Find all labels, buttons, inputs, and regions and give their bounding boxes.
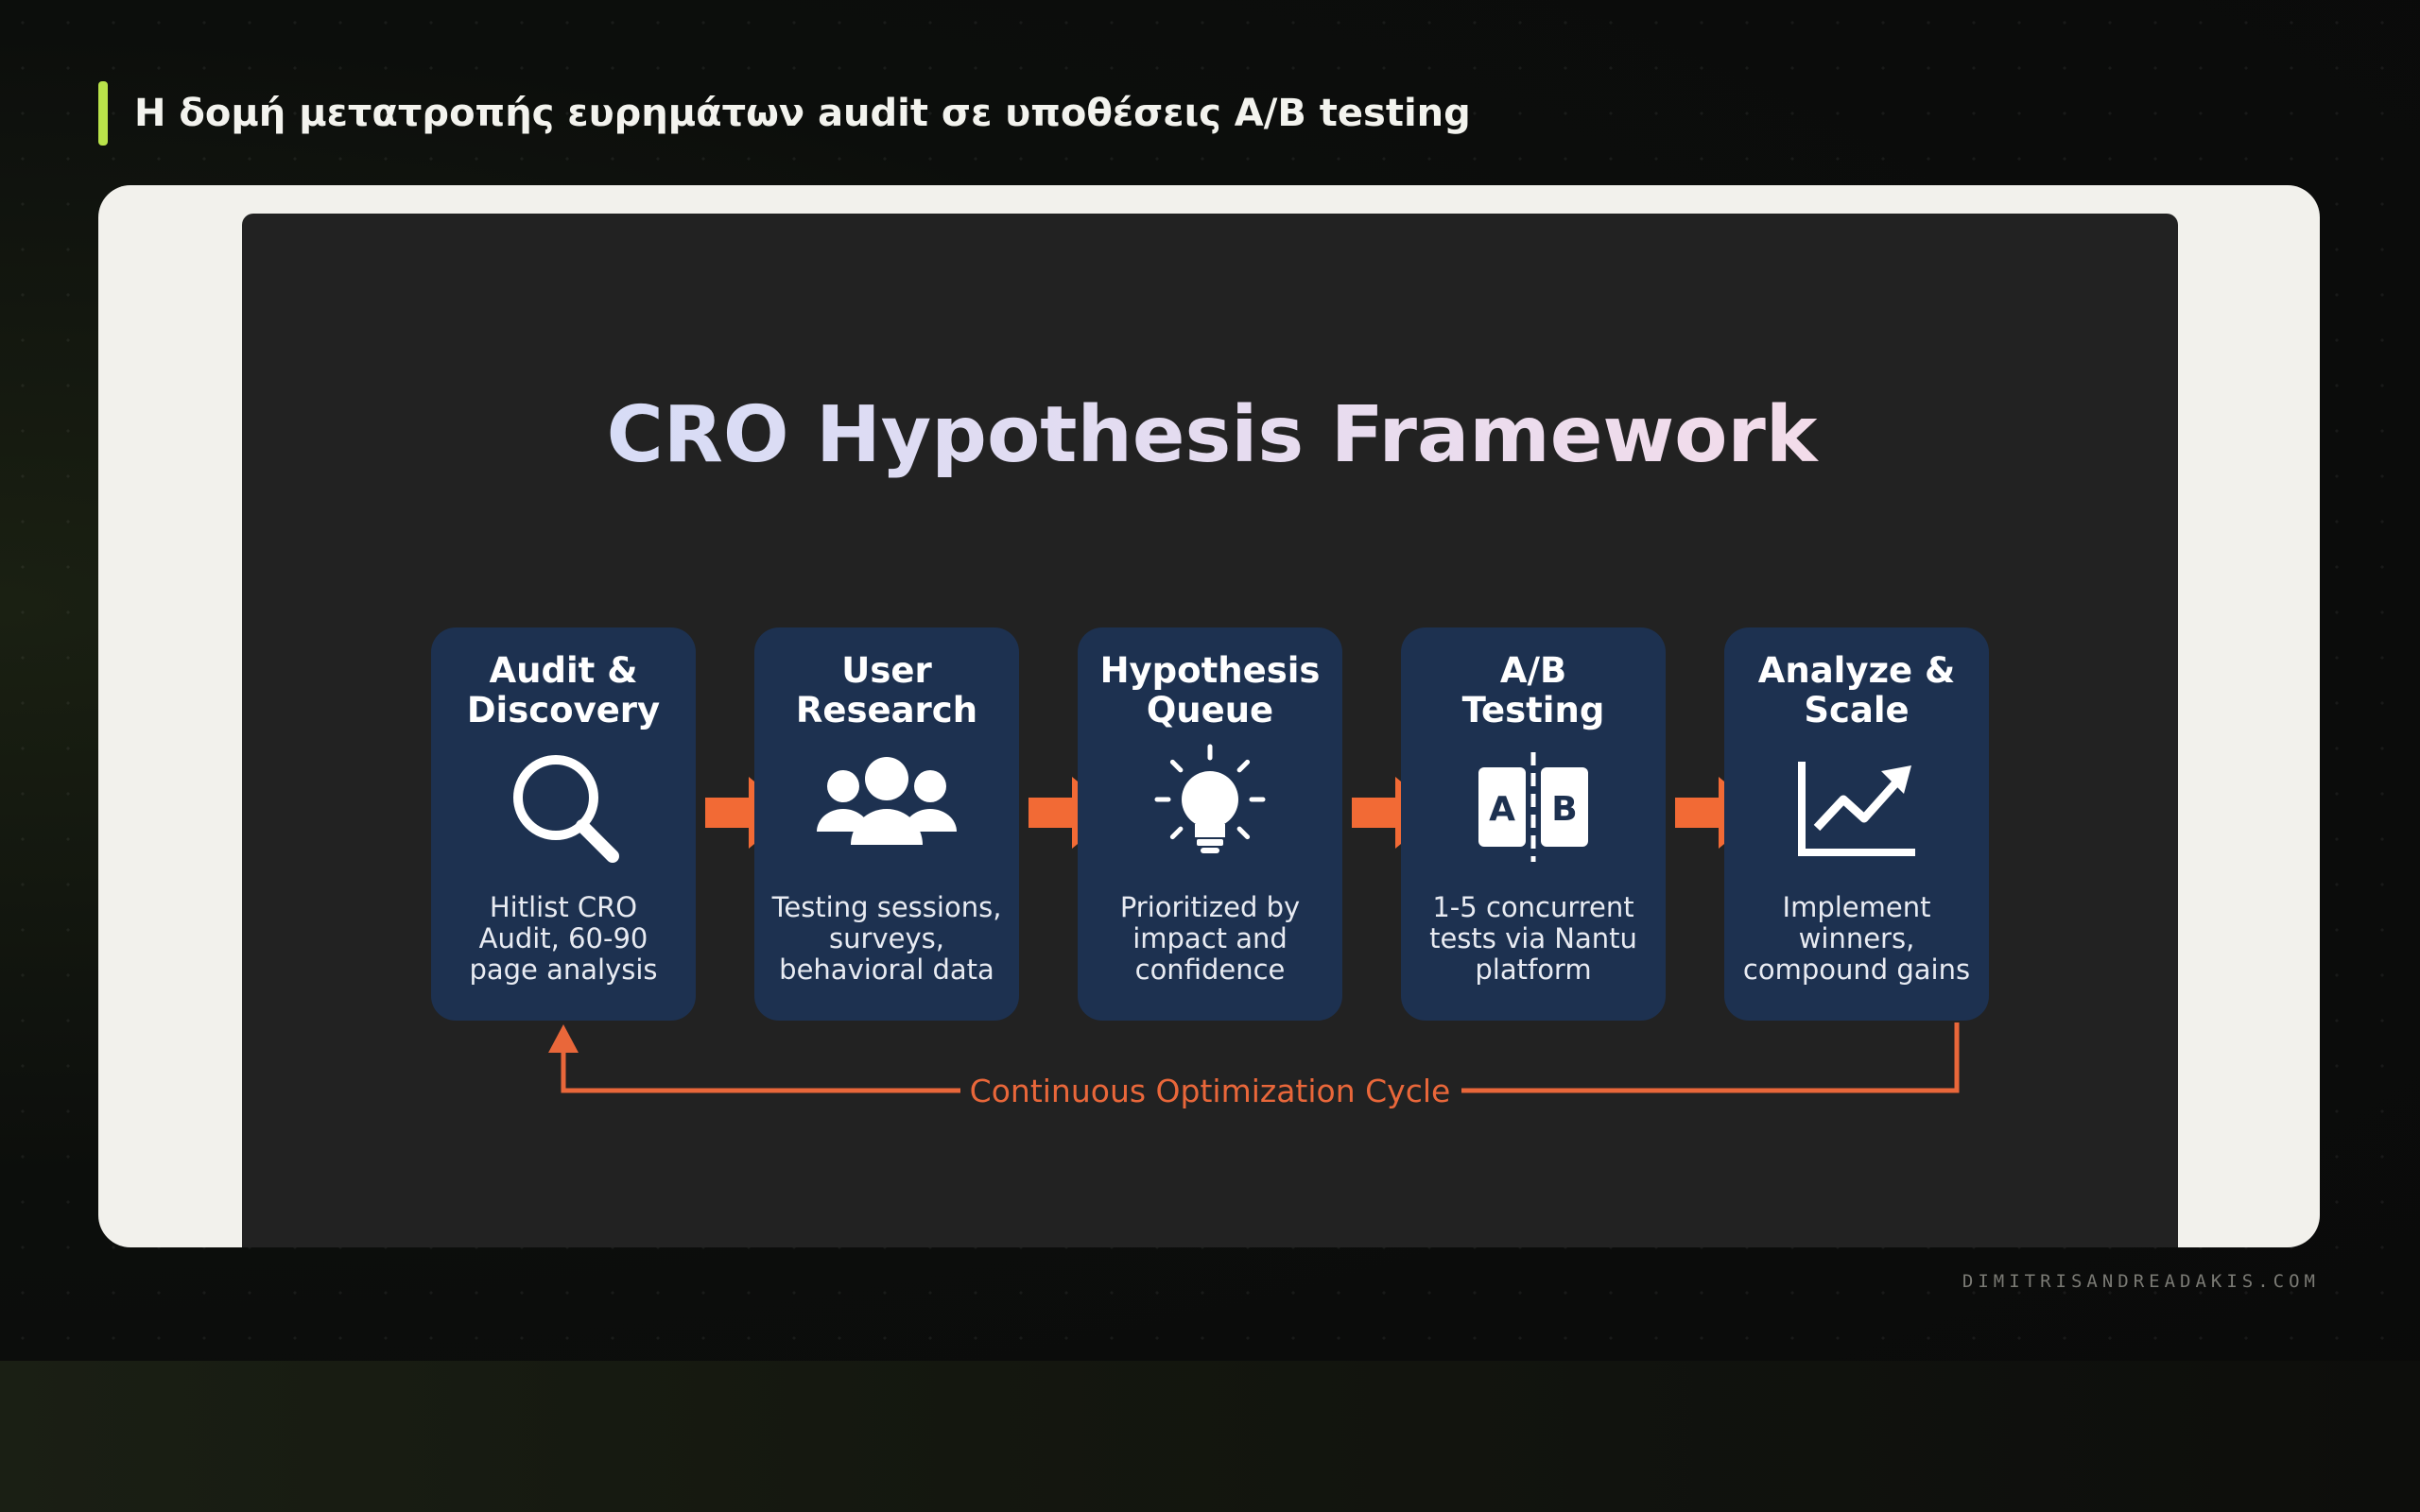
step-box-bg bbox=[1724, 627, 1989, 1021]
step-title: Audit & bbox=[490, 650, 638, 691]
step-title: Discovery bbox=[467, 690, 660, 730]
step-title: Scale bbox=[1804, 690, 1909, 730]
framework-diagram: CRO Hypothesis Framework Audit &Discover… bbox=[431, 390, 1989, 1109]
figure-card: CRO Hypothesis Framework Audit &Discover… bbox=[98, 185, 2320, 1247]
ab-label-a: A bbox=[1489, 790, 1515, 829]
step-title: Testing bbox=[1462, 690, 1605, 730]
cycle-label: Continuous Optimization Cycle bbox=[970, 1073, 1451, 1109]
magnifier-icon bbox=[513, 755, 619, 863]
step-description: compound gains bbox=[1743, 954, 1970, 986]
title-accent-bar bbox=[98, 81, 108, 146]
cycle-arrowhead bbox=[548, 1024, 579, 1053]
step-title: Queue bbox=[1147, 690, 1273, 730]
step-description: Testing sessions, bbox=[771, 891, 1002, 923]
step-description: confidence bbox=[1135, 954, 1286, 986]
step-description: behavioral data bbox=[779, 954, 994, 986]
site-footer: DIMITRISANDREADAKIS.COM bbox=[1962, 1271, 2320, 1292]
bottom-band bbox=[0, 1361, 2420, 1512]
page-title: Η δομή μετατροπής ευρημάτων audit σε υπο… bbox=[134, 92, 1471, 135]
cycle-line bbox=[1461, 1022, 1960, 1093]
step-title: Research bbox=[796, 690, 977, 730]
step-description: impact and bbox=[1132, 922, 1288, 954]
step-description: Prioritized by bbox=[1120, 891, 1300, 923]
step-title: A/B bbox=[1500, 650, 1566, 691]
ab-label-b: B bbox=[1551, 790, 1577, 829]
step-description: surveys, bbox=[829, 922, 944, 954]
lightbulb-icon bbox=[1154, 744, 1266, 853]
step-description: Hitlist CRO bbox=[490, 891, 637, 923]
cycle-connector: Continuous Optimization Cycle bbox=[548, 1022, 1960, 1109]
step-title: Analyze & bbox=[1758, 650, 1956, 691]
step-description: page analysis bbox=[469, 954, 657, 986]
growth-chart-icon bbox=[1798, 762, 1915, 856]
step-description: Implement bbox=[1783, 891, 1931, 923]
step-description: 1-5 concurrent bbox=[1432, 891, 1634, 923]
step-description: winners, bbox=[1799, 922, 1915, 954]
step-title: User bbox=[841, 650, 932, 691]
step-box-5: Analyze &ScaleImplementwinners,compound … bbox=[1724, 627, 1989, 1021]
diagram-title: CRO Hypothesis Framework bbox=[607, 390, 1820, 480]
framework-slide: CRO Hypothesis Framework Audit &Discover… bbox=[242, 214, 2178, 1247]
step-title: Hypothesis bbox=[1100, 650, 1321, 691]
cycle-line-return bbox=[561, 1036, 960, 1093]
step-box-bg bbox=[431, 627, 696, 1021]
step-description: Audit, 60-90 bbox=[479, 922, 648, 954]
users-icon bbox=[817, 757, 957, 845]
step-description: platform bbox=[1475, 954, 1591, 986]
step-description: tests via Nantu bbox=[1429, 922, 1637, 954]
